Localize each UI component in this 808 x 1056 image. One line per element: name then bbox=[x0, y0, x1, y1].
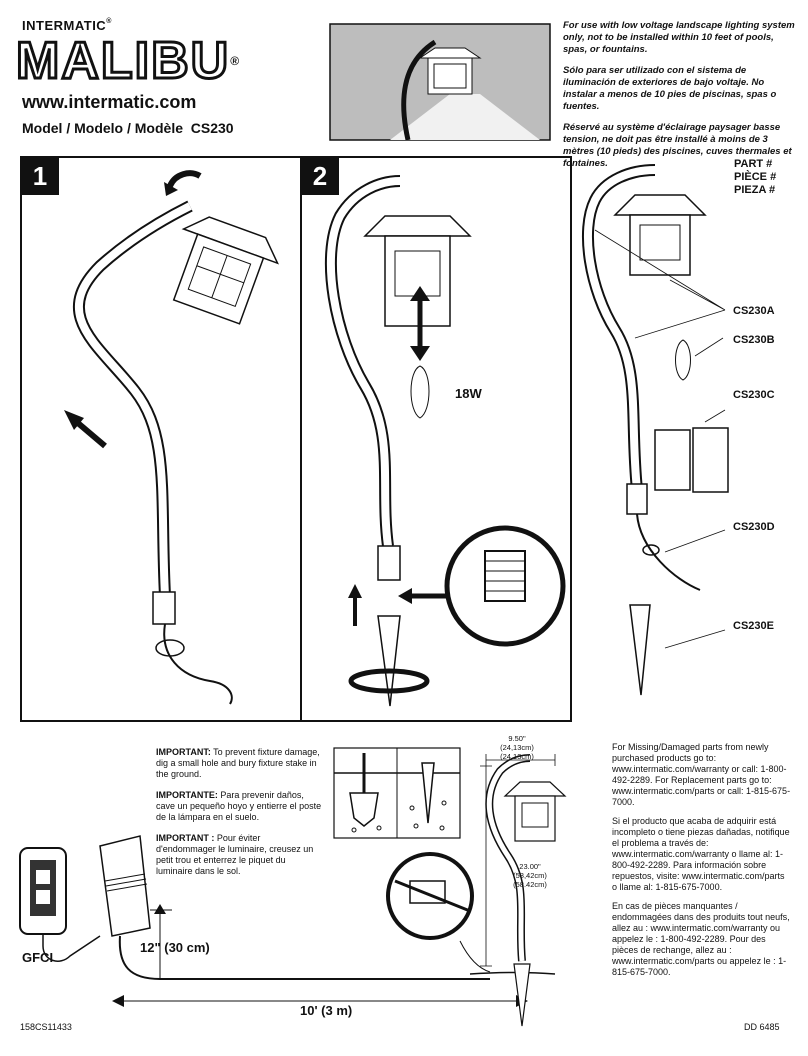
part-cs230d: CS230D bbox=[733, 521, 775, 533]
important-fr: IMPORTANT : Pour éviter d'endommager le … bbox=[156, 833, 314, 876]
contact-info: For Missing/Damaged parts from newly pur… bbox=[612, 742, 792, 986]
document-code: 158CS11433 bbox=[20, 1022, 72, 1032]
contact-en: For Missing/Damaged parts from newly pur… bbox=[612, 742, 791, 807]
width-dimension: 9.50" (24,13cm) (24.13cm) bbox=[500, 734, 534, 761]
part-cs230b: CS230B bbox=[733, 334, 775, 346]
malibu-logo: MALIBU® bbox=[14, 32, 242, 90]
important-notes: IMPORTANT: To prevent fixture damage, di… bbox=[156, 747, 322, 887]
bulb-wattage: 18W bbox=[455, 386, 482, 401]
part-number-header: PART # PIÈCE # PIEZA # bbox=[734, 158, 777, 196]
warning-es: Sólo para ser utilizado con el sistema d… bbox=[563, 65, 777, 112]
website-url: www.intermatic.com bbox=[22, 92, 197, 112]
step-2-panel bbox=[300, 156, 572, 722]
step-1-illustration bbox=[64, 170, 279, 705]
contact-es: Si el producto que acaba de adquirir est… bbox=[612, 816, 790, 892]
cable-depth-label: 12" (30 cm) bbox=[140, 940, 210, 955]
height-dimension: 23.00" (58,42cm) (58.42cm) bbox=[513, 862, 547, 889]
intermatic-logo: INTERMATIC® bbox=[22, 18, 112, 33]
installation-diagram bbox=[19, 754, 567, 1027]
contact-fr: En cas de pièces manquantes / endommagée… bbox=[612, 901, 790, 977]
hero-lamp-illustration bbox=[329, 23, 551, 141]
step-2-illustration bbox=[324, 175, 566, 707]
gfci-label: GFCI bbox=[22, 950, 54, 965]
important-es: IMPORTANTE: Para prevenir daños, cave un… bbox=[156, 790, 322, 822]
step-2-number: 2 bbox=[301, 157, 339, 195]
part-cs230c: CS230C bbox=[733, 389, 775, 401]
parts-exploded-view bbox=[581, 164, 729, 696]
warning-fr: Réservé au système d'éclairage paysager … bbox=[563, 122, 792, 169]
model-line: Model / Modelo / Modèle CS230 bbox=[22, 120, 234, 136]
step-1-number: 1 bbox=[21, 157, 59, 195]
warning-en: For use with low voltage landscape light… bbox=[563, 20, 795, 55]
warning-text: For use with low voltage landscape light… bbox=[563, 20, 798, 179]
important-en: IMPORTANT: To prevent fixture damage, di… bbox=[156, 747, 320, 779]
part-cs230a: CS230A bbox=[733, 305, 775, 317]
distance-label: 10' (3 m) bbox=[300, 1003, 353, 1018]
digging-inset bbox=[333, 747, 461, 839]
part-cs230e: CS230E bbox=[733, 620, 774, 632]
document-revision: DD 6485 bbox=[744, 1022, 780, 1032]
